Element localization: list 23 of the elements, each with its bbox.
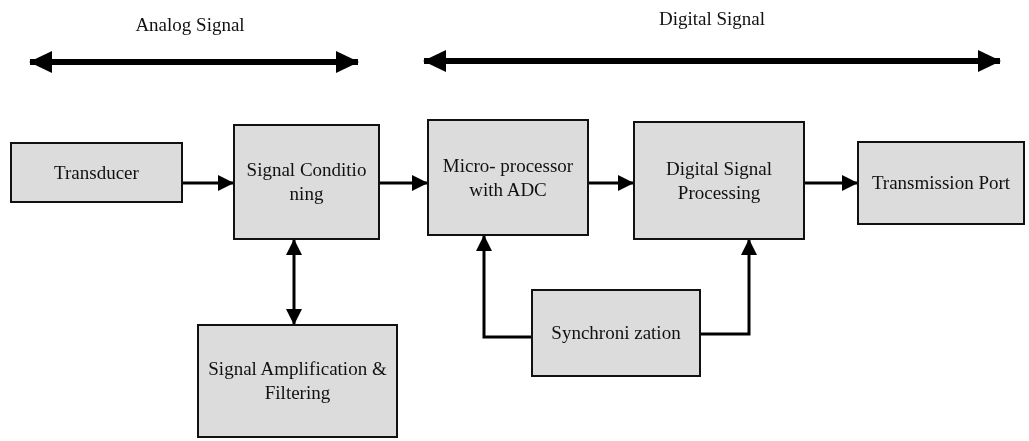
section-label: Digital Signal: [658, 8, 766, 30]
process-box: [233, 124, 380, 240]
box-label: Transmission Port: [871, 171, 1011, 195]
process-box: [633, 121, 805, 240]
section-label: Analog Signal: [135, 14, 245, 36]
arrow: [286, 239, 302, 325]
box-label: Micro- processor with ADC: [441, 153, 575, 202]
process-box: [531, 289, 701, 377]
box-label: Synchroni zation: [551, 321, 681, 345]
box-label: Transducer: [54, 160, 139, 185]
arrow: [476, 235, 531, 339]
arrow: [805, 175, 858, 191]
process-box: [427, 119, 589, 236]
arrow: [183, 175, 234, 191]
process-box: [857, 141, 1025, 225]
box-label: Signal Conditio ning: [245, 158, 368, 206]
arrow: [380, 175, 428, 191]
arrow: [589, 175, 634, 191]
process-box: [197, 324, 398, 438]
box-label: Digital Signal Processing: [664, 156, 774, 205]
process-box: [10, 142, 183, 203]
box-label: Signal Amplification & Filtering: [207, 357, 388, 405]
arrow: [701, 239, 757, 336]
